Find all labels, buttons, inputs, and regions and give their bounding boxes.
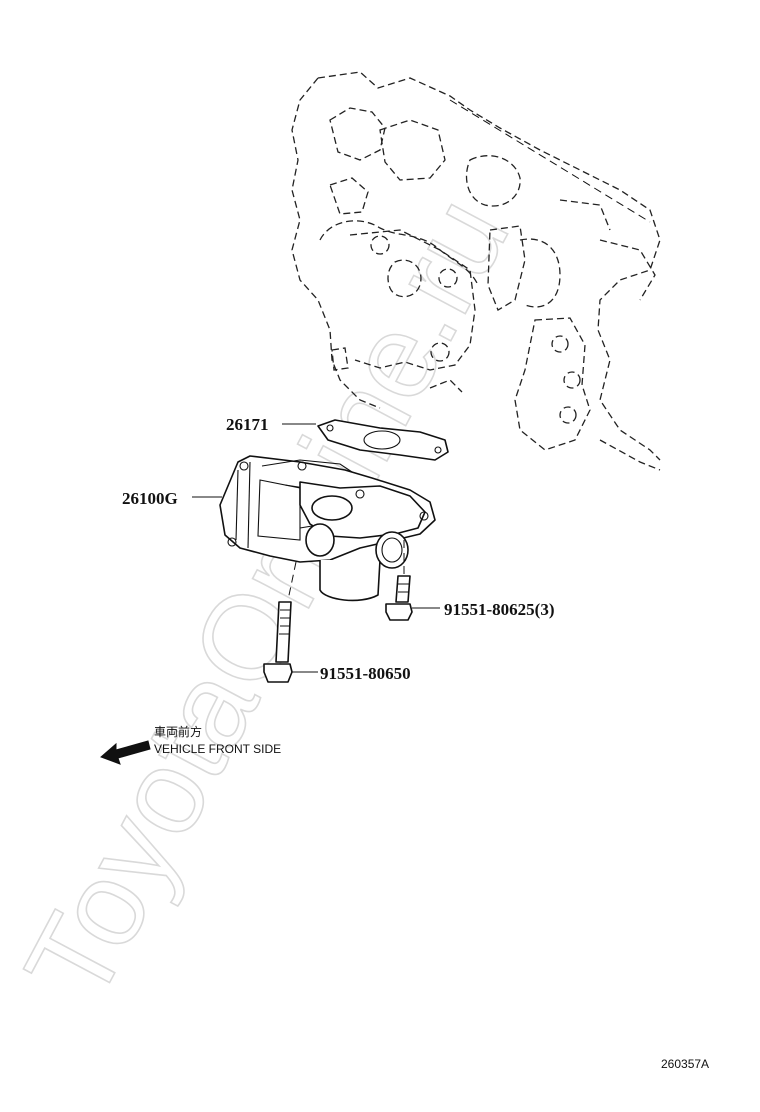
- gasket-part: [317, 419, 449, 461]
- vehicle-front-arrow: [100, 740, 151, 765]
- vehicle-front-english: VEHICLE FRONT SIDE: [154, 742, 281, 756]
- label-bolt-short: 91551-80625(3): [444, 600, 554, 619]
- label-throttle-body: 26100G: [122, 489, 178, 508]
- label-bolt-long: 91551-80650: [320, 664, 411, 683]
- bolt-long-axis: [287, 561, 297, 601]
- engine-block-outline: [291, 71, 661, 471]
- vehicle-front-japanese: 車両前方: [154, 724, 202, 739]
- bolt-short-part: [385, 575, 413, 621]
- engine-centre-line: [449, 99, 651, 223]
- throttle-body-part: [219, 455, 436, 602]
- bolt-long-part: [263, 601, 293, 683]
- label-gasket: 26171: [226, 415, 269, 434]
- diagram-reference-code: 260357A: [661, 1057, 709, 1071]
